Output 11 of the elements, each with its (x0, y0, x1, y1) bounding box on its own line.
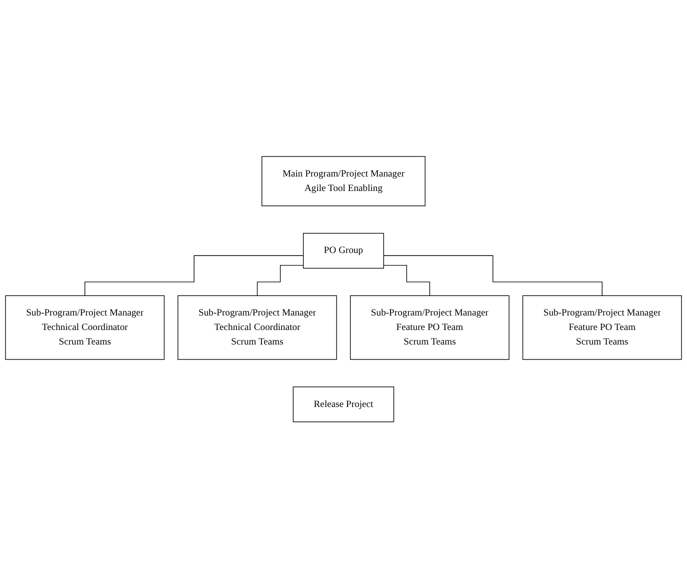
connector (383, 255, 602, 296)
connector (84, 255, 304, 296)
connector (383, 264, 430, 296)
node-box: Release Project (292, 386, 394, 422)
node-box: PO Group (302, 232, 384, 268)
node-box: Sub-Program/Project Manager Feature PO Team Scrum Teams (350, 295, 510, 360)
node-box: Sub-Program/Project Manager Technical Coordinator Scrum Teams (5, 295, 165, 360)
node-box: Main Program/Project Manager Agile Tool Enabling (262, 156, 426, 206)
connector (256, 264, 304, 296)
node-box: Sub-Program/Project Manager Technical Coordinator Scrum Teams (178, 295, 337, 360)
node-box: Sub-Program/Project Manager Feature PO Team Scrum Teams (522, 295, 682, 360)
